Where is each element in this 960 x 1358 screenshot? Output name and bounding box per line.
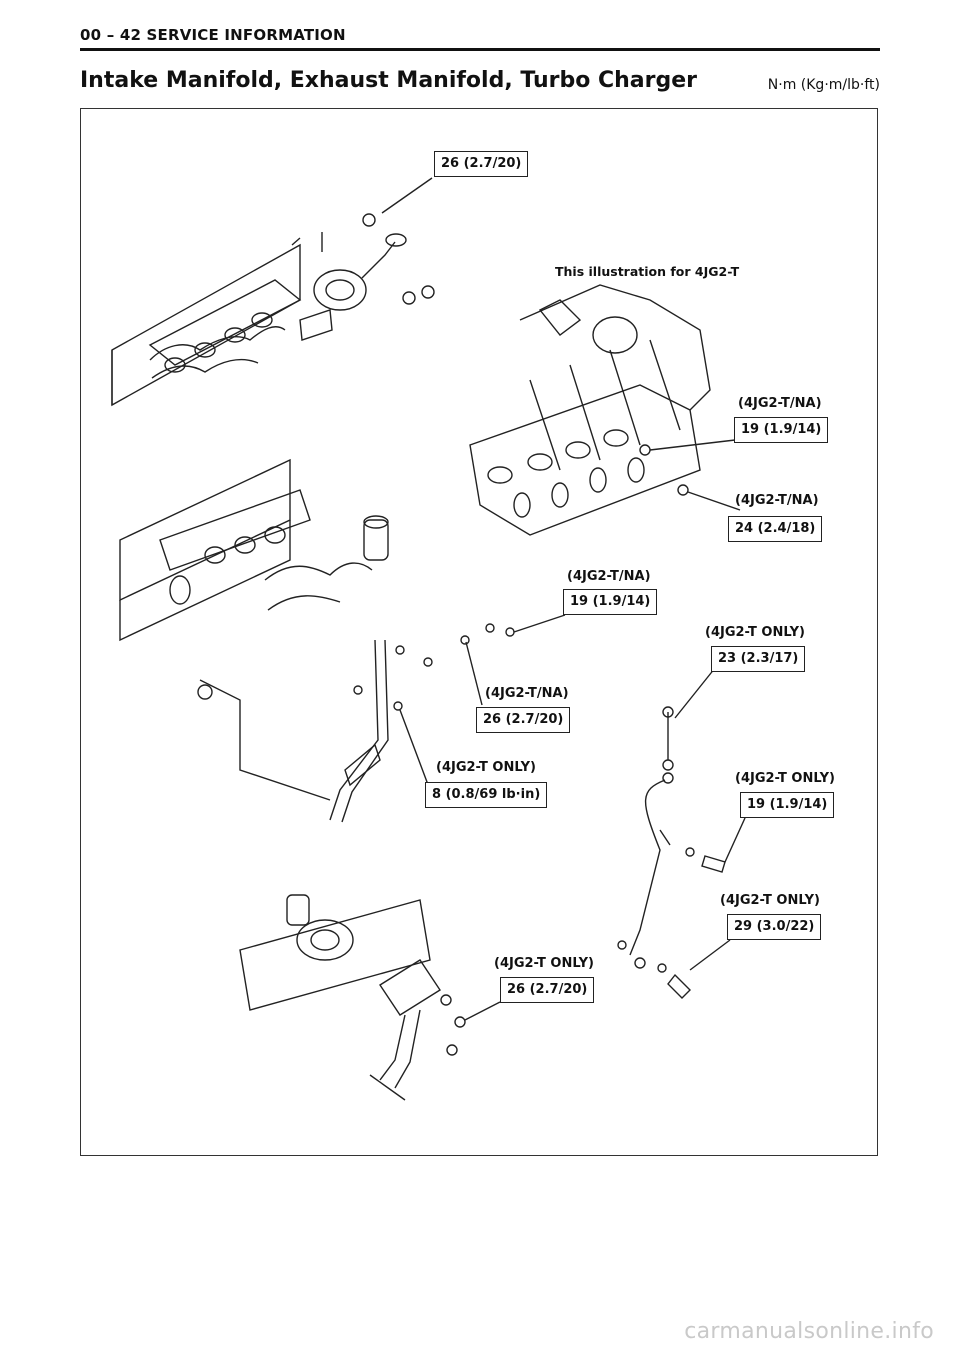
page-title: Intake Manifold, Exhaust Manifold, Turbo… <box>80 68 697 93</box>
torque-callout-exhaust-pipe-nut: 26 (2.7/20) <box>500 977 595 1003</box>
torque-callout-intake-nut: 24 (2.4/18) <box>728 516 823 542</box>
torque-units: N·m (Kg·m/lb·ft) <box>767 77 880 93</box>
watermark: carmanualsonline.info <box>684 1319 934 1344</box>
illustration-frame <box>80 108 878 1156</box>
middle-exhaust-assembly <box>119 458 566 823</box>
torque-callout-oil-return-bolt: 19 (1.9/14) <box>740 792 835 818</box>
torque-callout-bracket-bolt: 8 (0.8/69 lb·in) <box>425 782 548 808</box>
torque-callout-turbo-nut: 26 (2.7/20) <box>434 151 529 177</box>
section-header: 00 – 42 SERVICE INFORMATION <box>80 26 346 44</box>
callout-tag: (4JG2-T ONLY) <box>494 956 594 971</box>
callout-tag: (4JG2-T/NA) <box>735 493 819 508</box>
callout-tag: (4JG2-T ONLY) <box>720 893 820 908</box>
intake-manifold <box>469 284 741 536</box>
callout-tag: (4JG2-T ONLY) <box>436 760 536 775</box>
header-rule <box>80 48 880 51</box>
callout-tag: (4JG2-T ONLY) <box>735 771 835 786</box>
torque-callout-exhaust-nut: 19 (1.9/14) <box>563 589 658 615</box>
upper-exhaust-assembly <box>111 177 435 407</box>
callout-tag: (4JG2-T/NA) <box>738 396 822 411</box>
illustration-note: This illustration for 4JG2-T <box>555 264 740 279</box>
torque-callout-manifold-bolt: 26 (2.7/20) <box>476 707 571 733</box>
callout-tag: (4JG2-T/NA) <box>485 686 569 701</box>
torque-callout-intake-bolt: 19 (1.9/14) <box>734 417 829 443</box>
callout-tag: (4JG2-T ONLY) <box>705 625 805 640</box>
callout-tag: (4JG2-T/NA) <box>567 569 651 584</box>
oil-pipe-assembly <box>617 667 746 999</box>
torque-callout-oil-pipe-eyebolt: 23 (2.3/17) <box>711 646 806 672</box>
torque-callout-oil-feed-union: 29 (3.0/22) <box>727 914 822 940</box>
lower-turbo-assembly <box>239 894 501 1101</box>
